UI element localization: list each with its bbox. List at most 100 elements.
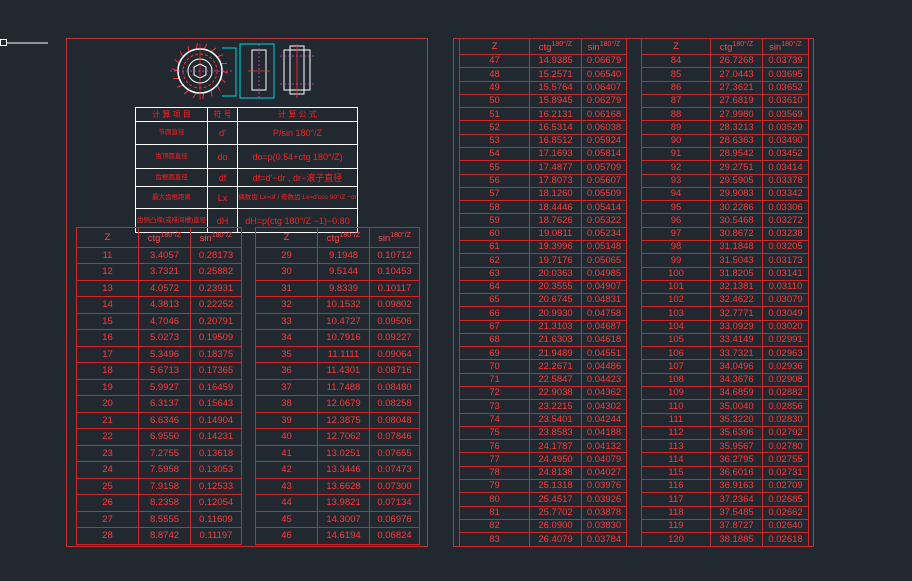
ctg-cell: 17.1693 [529, 146, 582, 162]
z-cell: 18 [76, 362, 139, 380]
ctg-cell: 12.3875 [317, 411, 370, 430]
z-cell: 77 [459, 452, 530, 467]
sin-cell: 0.05148 [581, 239, 627, 255]
z-cell: 92 [641, 160, 711, 175]
z-cell: 71 [459, 372, 530, 388]
ctg-cell: 28.9542 [710, 146, 763, 162]
sin-cell: 0.03569 [762, 107, 809, 122]
z-cell: 22 [76, 428, 139, 446]
left-sheet-frame [66, 38, 428, 547]
header-ctg: ctg180°/Z [710, 37, 763, 56]
ctg-cell: 32.4622 [710, 293, 763, 308]
sin-cell: 0.06679 [581, 54, 627, 69]
ctg-cell: 7.5958 [138, 461, 191, 479]
z-cell: 48 [459, 67, 530, 82]
sin-cell: 0.06038 [581, 120, 627, 135]
ctg-cell: 6.3137 [138, 395, 191, 413]
sin-cell: 0.05234 [581, 226, 627, 241]
sin-cell: 0.28173 [190, 246, 242, 265]
ctg-cell: 36.2795 [710, 452, 763, 467]
ctg-cell: 13.9821 [317, 494, 370, 512]
header-ctg-frac: 180°/Z [732, 40, 754, 48]
z-cell: 15 [76, 312, 139, 331]
ctg-cell: 37.8727 [710, 518, 763, 534]
ctg-cell: 8.8742 [138, 527, 191, 545]
sin-cell: 0.25882 [190, 263, 242, 281]
sin-cell: 0.03378 [762, 173, 809, 188]
z-cell: 28 [76, 527, 139, 545]
sin-cell: 0.06407 [581, 80, 627, 95]
z-cell: 89 [641, 120, 711, 135]
sin-cell: 0.14904 [190, 411, 242, 430]
ctg-cell: 30.5468 [710, 213, 763, 228]
ctg-cell: 34.6859 [710, 386, 763, 401]
ctg-cell: 18.1260 [529, 186, 582, 202]
formula-row: 齿根圆直径 df df=d'−dr , dr−滚子直径 [135, 168, 358, 187]
z-cell: 96 [641, 213, 711, 228]
sin-cell: 0.04758 [581, 306, 627, 321]
z-cell: 64 [459, 279, 530, 295]
header-sin: sin180°/Z [369, 227, 420, 248]
sin-cell: 0.12054 [190, 494, 242, 512]
ctg-cell: 4.7046 [138, 312, 191, 331]
ctg-cell: 19.0811 [529, 226, 582, 241]
sin-cell: 0.03306 [762, 200, 809, 215]
z-cell: 69 [459, 346, 530, 361]
sin-cell: 0.09227 [369, 329, 420, 347]
ctg-cell: 24.1787 [529, 439, 582, 454]
header-sin-frac: 180°/Z [781, 40, 802, 48]
z-cell: 40 [255, 428, 318, 446]
z-cell: 75 [459, 425, 530, 441]
sin-cell: 0.10117 [369, 279, 420, 298]
ctg-cell: 4.0572 [138, 279, 191, 298]
ctg-cell: 19.3996 [529, 239, 582, 255]
z-cell: 55 [459, 160, 530, 175]
ctg-cell: 26.0900 [529, 518, 582, 534]
ctg-cell: 33.4149 [710, 332, 763, 348]
sin-cell: 0.07134 [369, 494, 420, 512]
sprocket-hub-view-icon [280, 44, 316, 98]
formula-expression: df=d'−dr , dr−滚子直径 [237, 168, 358, 187]
sin-cell: 0.03739 [762, 54, 809, 69]
header-ctg-frac: 180°/Z [551, 40, 573, 48]
z-cell: 12 [76, 263, 139, 281]
ctg-cell: 9.1948 [317, 246, 370, 265]
z-cell: 102 [641, 293, 711, 308]
sin-cell: 0.03272 [762, 213, 809, 228]
header-sin: sin180°/Z [190, 227, 242, 248]
sin-cell: 0.09064 [369, 345, 420, 364]
ctg-cell: 28.3213 [710, 120, 763, 135]
sin-cell: 0.04551 [581, 346, 627, 361]
z-cell: 52 [459, 120, 530, 135]
header-sin-func: sin [587, 41, 600, 53]
formula-expression: 偶数齿 Lx=df / 奇数齿 Lx=d'cos 90°/Z −dr [237, 186, 358, 209]
ctg-cell: 30.8672 [710, 226, 763, 241]
z-cell: 42 [255, 461, 318, 479]
sin-cell: 0.10712 [369, 246, 420, 265]
ctg-cell: 21.3103 [529, 319, 582, 334]
sin-cell: 0.11197 [190, 527, 242, 545]
sin-cell: 0.09506 [369, 312, 420, 331]
